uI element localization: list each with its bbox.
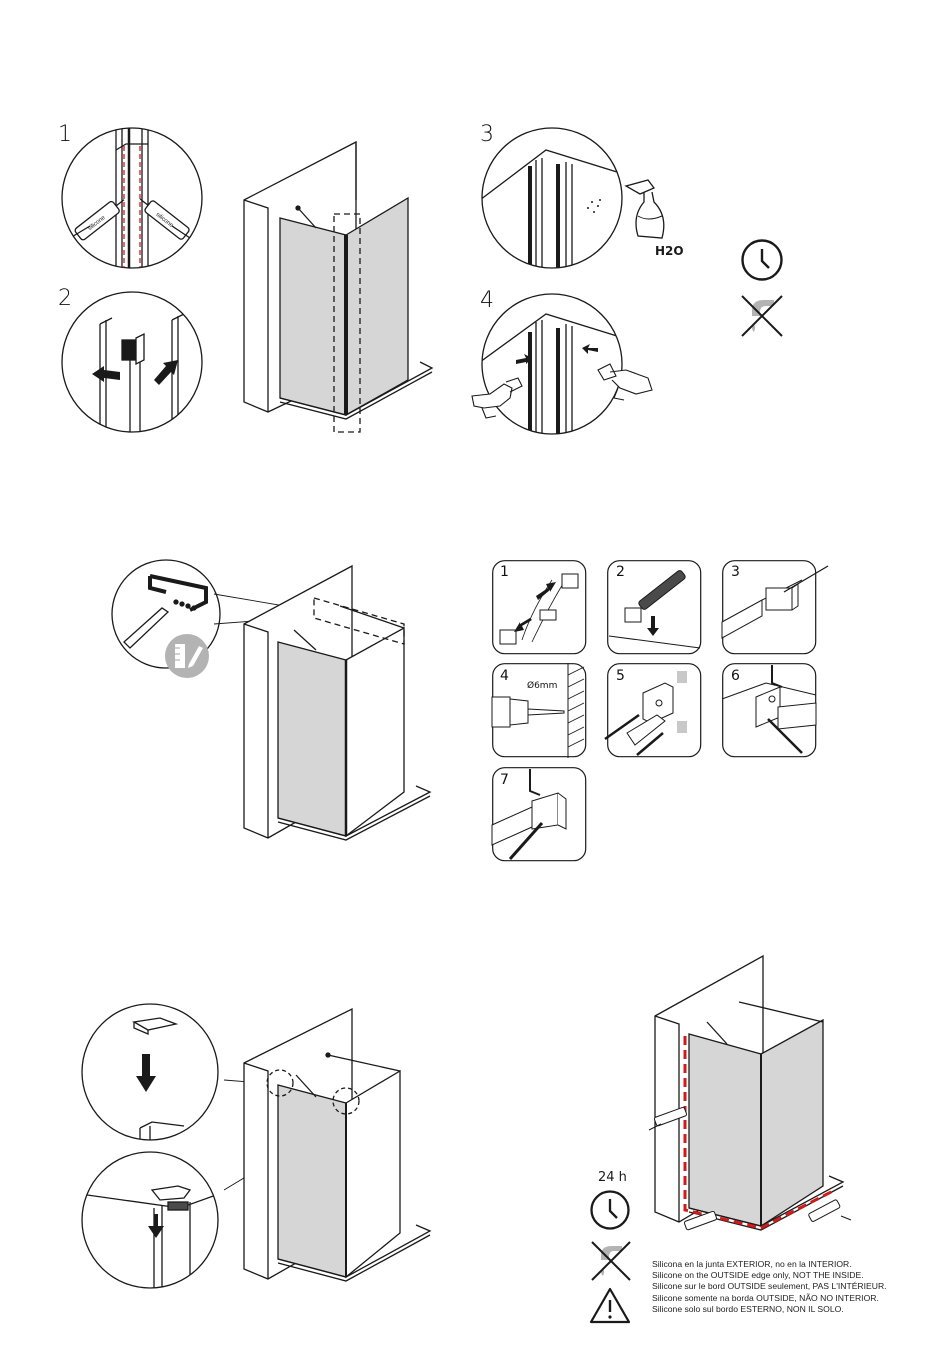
spray-bottle-icon [624,179,665,239]
step-panel-6 [721,663,817,758]
detail-circle-press [481,293,623,435]
panel-number-2: 2 [616,564,625,580]
detail-circle-corner [81,1151,219,1289]
warning-icon [589,1287,631,1324]
measure-pencil-icon [165,634,209,678]
water-label: H2O [655,244,684,258]
step-panel-2 [607,560,702,655]
step-panel-4 [491,663,587,758]
clock-icon [741,239,783,281]
panel-number-1: 1 [500,564,509,580]
step-number-3: 3 [480,122,494,147]
note-it: Silicone solo sul bordo ESTERNO, NON IL … [652,1303,844,1314]
note-pt: Silicone somente na borda OUTSIDE, NÃO N… [652,1292,879,1303]
panel-number-3: 3 [731,564,740,580]
step-panel-5 [604,663,702,758]
panel-number-6: 6 [731,668,740,684]
detail-circle-cap [81,1003,219,1141]
step-number-2: 2 [58,286,72,311]
panel-number-4: 4 [500,668,509,684]
step-number-1: 1 [58,122,72,147]
detail-circle-sealing: silicone silicone [61,127,203,269]
clock-icon-cure [590,1190,630,1230]
step-panel-3 [721,560,829,655]
detail-circle-profile [61,291,203,433]
detail-circle-spray [481,127,623,269]
panel-number-7: 7 [500,772,509,788]
step-panel-1 [492,560,587,655]
step-panel-7 [491,767,587,862]
note-es: Silicona en la junta EXTERIOR, no en la … [652,1259,852,1269]
step-number-4: 4 [480,288,494,313]
shower-enclosure-sealant [648,954,852,1231]
cure-time-label: 24 h [598,1170,627,1185]
shower-enclosure-2 [243,564,432,841]
panel-number-5: 5 [616,668,625,684]
note-fr: Silicone sur le bord OUTSIDE seulement, … [652,1281,887,1292]
shower-enclosure-3 [243,1007,432,1282]
sealant-notes: Silicona en la junta EXTERIOR, no en la … [652,1259,887,1315]
drill-size-label: Ø6mm [527,681,558,691]
no-water-icon [741,295,783,337]
hand-left-icon [471,377,523,419]
hand-right-icon [597,363,653,401]
note-en: Silicone on the OUTSIDE edge only, NOT T… [652,1270,864,1281]
shower-enclosure-1 [243,140,434,433]
no-water-icon-cure [591,1241,631,1281]
